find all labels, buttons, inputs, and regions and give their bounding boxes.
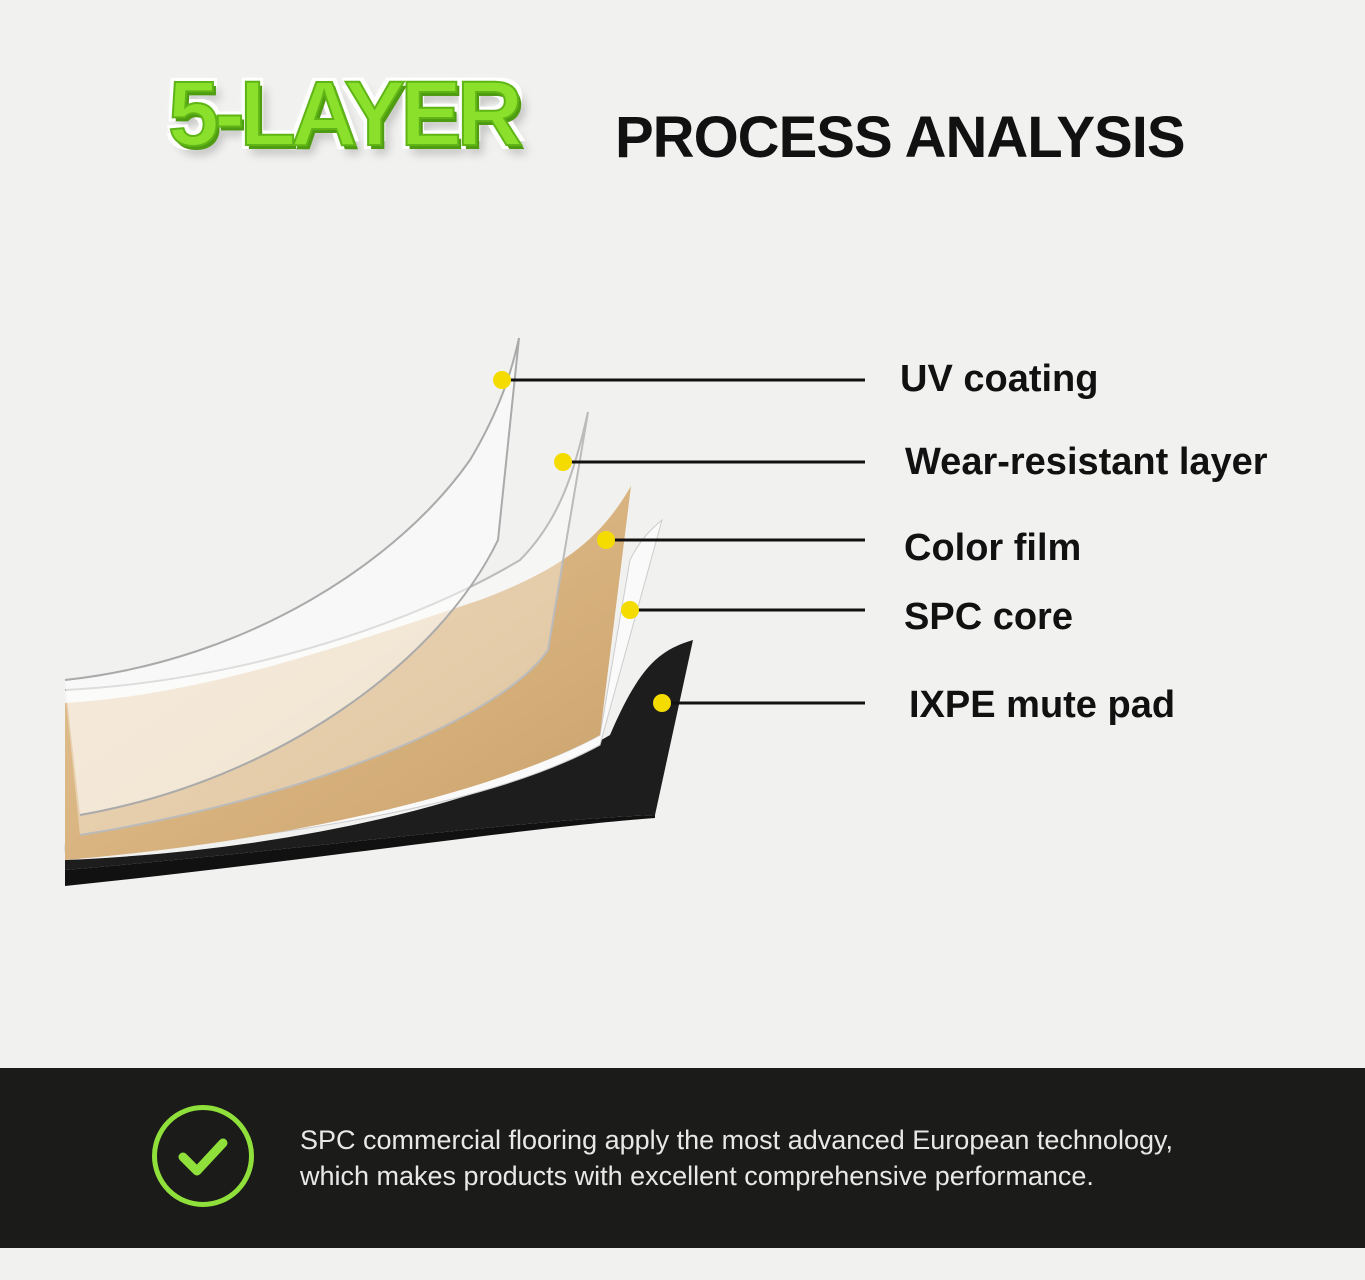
label-uv-coating: UV coating (900, 358, 1099, 400)
dot-ixpe-pad (653, 694, 671, 712)
leader-lines (502, 378, 865, 705)
ixpe-pad-layer (65, 640, 693, 870)
footer-line-1: SPC commercial flooring apply the most a… (300, 1125, 1173, 1155)
label-color-film: Color film (904, 527, 1082, 569)
title-rest: PROCESS ANALYSIS (615, 105, 1186, 170)
ixpe-pad-bottom (65, 815, 655, 886)
dot-spc-core (621, 601, 639, 619)
dot-color-film (597, 531, 615, 549)
title-highlight: 5-LAYER (167, 62, 524, 166)
label-ixpe-mute-pad: IXPE mute pad (909, 684, 1176, 726)
label-spc-core: SPC core (904, 596, 1073, 638)
dot-wear-layer (554, 453, 572, 471)
footer-text: SPC commercial flooring apply the most a… (300, 1122, 1300, 1194)
footer-line-2: which makes products with excellent comp… (300, 1161, 1094, 1191)
check-circle-icon (152, 1105, 254, 1207)
layer-diagram (64, 337, 865, 886)
label-wear-resistant-layer: Wear-resistant layer (905, 441, 1268, 483)
dot-uv-coating (493, 371, 511, 389)
